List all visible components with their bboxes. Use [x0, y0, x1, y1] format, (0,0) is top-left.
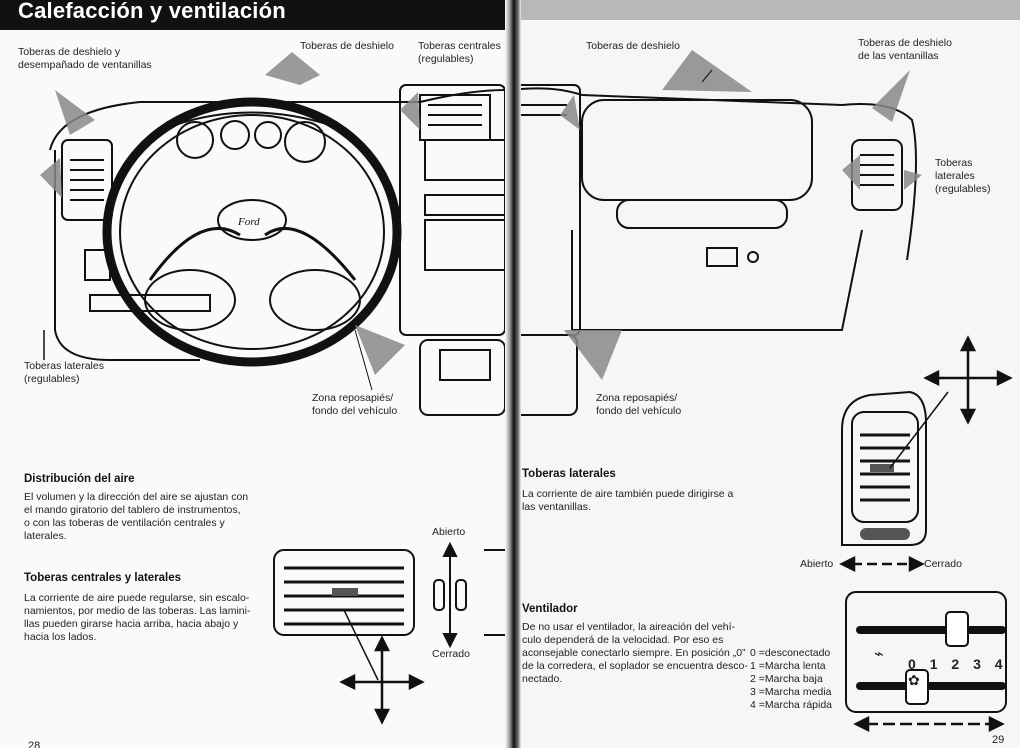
label-abierto-right: Abierto	[800, 558, 834, 570]
footwell-icon: ⌁	[874, 646, 884, 663]
text-distribucion: El volumen y la dirección del aire se aj…	[24, 491, 249, 542]
vent-direction-diagram	[273, 541, 512, 725]
label-deshielo-ventanillas: Toberas de deshielo de las ventanillas	[858, 37, 952, 62]
heading-ventilador: Ventilador	[522, 603, 578, 615]
dashboard-illustration-right	[512, 50, 922, 416]
book-spine	[505, 0, 521, 748]
scale-4: 4	[994, 656, 1008, 672]
label-deshielo-desempanado: Toberas de deshielo y desempañado de ven…	[18, 46, 152, 71]
label-laterales-right: Toberas laterales (regulables)	[935, 157, 991, 195]
fan-icon: ✿	[908, 672, 925, 688]
label-deshielo-center-right: Toberas de deshielo	[586, 40, 680, 52]
label-cerrado-left: Cerrado	[432, 648, 470, 660]
open-close-arrow	[839, 555, 925, 573]
heading-toberas-laterales: Toberas laterales	[522, 468, 616, 480]
text-centrales-laterales: La corriente de aire puede regularse, si…	[24, 592, 251, 643]
title-bar: Calefacción y ventilación	[0, 0, 512, 30]
text-ventilador: De no usar el ventilador, la aireación d…	[522, 621, 748, 685]
scale-2: 2	[951, 656, 965, 672]
right-page: Toberas de deshielo Toberas de deshielo …	[512, 0, 1020, 748]
label-laterales-left: Toberas laterales (regulables)	[24, 360, 104, 385]
label-zona-left: Zona reposapiés/ fondo del vehículo	[312, 392, 398, 417]
label-centrales: Toberas centrales (regulables)	[418, 40, 501, 65]
page-title: Calefacción y ventilación	[18, 0, 286, 23]
fan-speed-4: 4 =Marcha rápida	[750, 699, 833, 711]
label-deshielo-top: Toberas de deshielo	[300, 40, 394, 52]
heading-distribucion: Distribución del aire	[24, 473, 135, 485]
label-abierto-left: Abierto	[432, 526, 466, 538]
side-vent-diagram	[841, 335, 1013, 546]
fan-slider-diagram	[845, 591, 1007, 733]
scale-0: 0	[908, 656, 921, 672]
left-page: Calefacción y ventilación Toberas de des…	[0, 0, 512, 748]
dashboard-illustration-left: Ford	[40, 52, 506, 416]
fan-speed-0: 0 =desconectado	[750, 647, 831, 659]
page-number-left: 28	[28, 740, 41, 748]
fan-speed-2: 2 =Marcha baja	[750, 673, 823, 685]
text-toberas-laterales: La corriente de aire también puede dirig…	[522, 488, 734, 513]
ford-logo: Ford	[237, 216, 260, 228]
scale-3: 3	[973, 656, 986, 672]
slider-scale: 0 1 2 3 4 ✿	[908, 656, 1020, 689]
fan-speed-3: 3 =Marcha media	[750, 686, 832, 698]
heading-centrales-laterales: Toberas centrales y laterales	[24, 572, 182, 584]
label-zona-right: Zona reposapiés/ fondo del vehículo	[596, 392, 682, 417]
label-cerrado-right: Cerrado	[924, 558, 962, 570]
header-bar	[512, 0, 1020, 20]
page-number-right: 29	[992, 734, 1005, 746]
scale-1: 1	[929, 656, 943, 672]
fan-speed-1: 1 =Marcha lenta	[750, 660, 826, 672]
